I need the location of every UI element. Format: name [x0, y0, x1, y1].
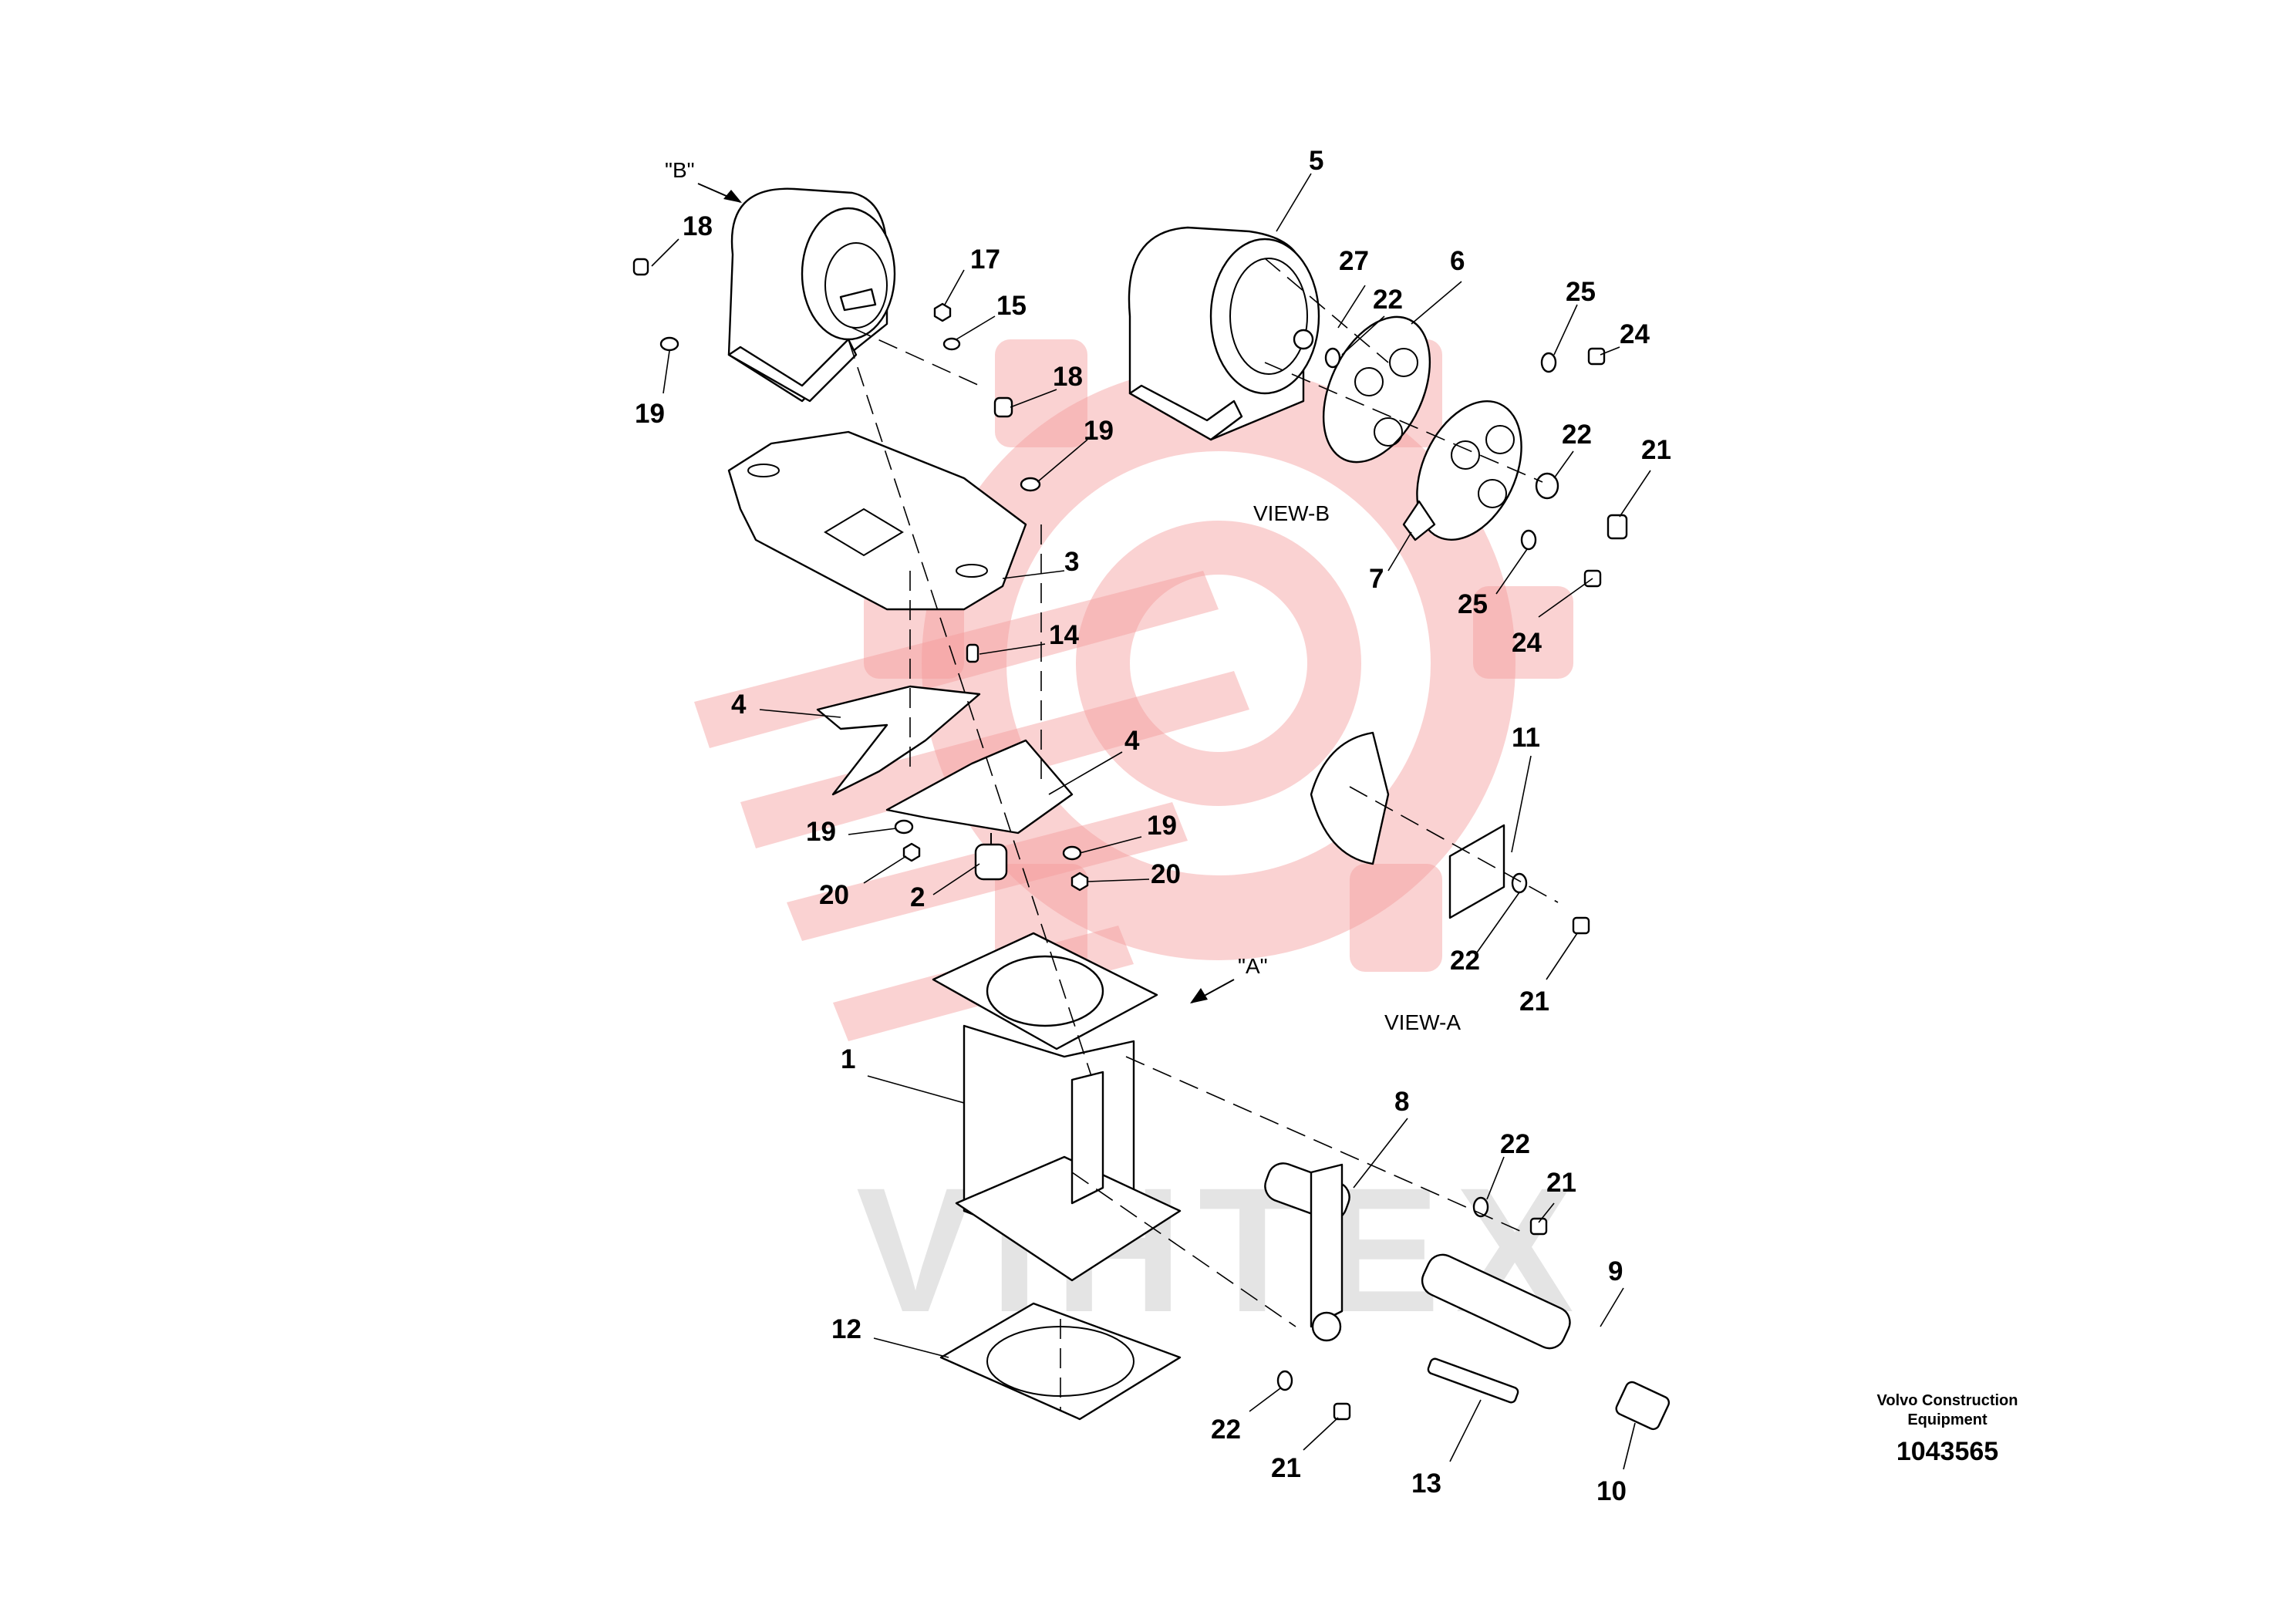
callout: 17: [970, 244, 1000, 275]
leader-lines: [651, 173, 1651, 1470]
callout: 18: [1053, 362, 1083, 392]
fuel-nozzle: [1421, 1253, 1571, 1350]
callout: 22: [1373, 285, 1403, 315]
callout: 10: [1596, 1476, 1627, 1506]
callout: 2: [910, 882, 925, 912]
callout: 18: [683, 211, 713, 241]
view-a-label: VIEW-A: [1384, 1010, 1461, 1034]
view-b-ref-label: "B": [665, 158, 695, 182]
drawing-number: 1043565: [1896, 1437, 1998, 1466]
callout: 12: [831, 1314, 861, 1344]
callout: 19: [635, 399, 665, 429]
callout: 8: [1394, 1087, 1409, 1117]
callout: 19: [806, 817, 836, 847]
callout: 21: [1519, 986, 1549, 1017]
callout: 24: [1620, 319, 1650, 349]
view-a-ref-label: "A": [1238, 954, 1268, 978]
assembly-lines: [848, 258, 1559, 1411]
support-brackets: [816, 685, 1074, 835]
callout: 25: [1566, 277, 1596, 307]
callout: 6: [1450, 246, 1465, 276]
blower-housing-right: [1128, 226, 1320, 441]
mounting-plate: [727, 430, 1027, 611]
callout: 5: [1309, 146, 1323, 176]
callout: 13: [1411, 1469, 1441, 1499]
callout: 9: [1608, 1256, 1623, 1286]
callout: 21: [1271, 1453, 1301, 1483]
air-inlet-disc: [1322, 315, 1431, 464]
callout: 24: [1512, 628, 1542, 658]
callout: 22: [1211, 1415, 1241, 1445]
electrode-holder: [1264, 1162, 1350, 1342]
callout: 15: [996, 291, 1027, 321]
callout: 11: [1512, 723, 1540, 753]
callout: 25: [1458, 589, 1488, 619]
brand-line-1: Volvo Construction: [1877, 1392, 2018, 1409]
combustion-chamber: [932, 932, 1182, 1282]
vibration-isolator: [974, 833, 1008, 881]
callout: 22: [1500, 1129, 1530, 1159]
callout: 4: [1124, 726, 1140, 756]
callout: 7: [1369, 564, 1384, 594]
brand-line-2: Equipment: [1907, 1411, 1988, 1428]
callouts: 18 19 17 15 18 19 3 14 4 4 19 20 19 20 2…: [635, 146, 1671, 1506]
spark-plug: [1427, 1357, 1519, 1404]
callout: 20: [819, 880, 849, 910]
view-a-arrow: [1190, 979, 1235, 1003]
air-adjust-disc: [1402, 400, 1522, 541]
callout: 22: [1562, 420, 1592, 450]
callout: 1: [841, 1044, 855, 1074]
view-b-label: VIEW-B: [1253, 501, 1330, 525]
callout: 4: [731, 690, 747, 720]
callout: 21: [1641, 435, 1671, 465]
callout: 21: [1546, 1168, 1576, 1198]
nozzle-fitting: [1615, 1381, 1671, 1431]
callout: 19: [1084, 416, 1114, 446]
callout: 22: [1450, 946, 1480, 976]
callout: 14: [1049, 620, 1079, 650]
hood-cover: [1310, 731, 1505, 919]
callout: 3: [1064, 547, 1079, 577]
callout: 27: [1339, 246, 1369, 276]
view-b-arrow: [697, 183, 742, 203]
callout: 19: [1147, 811, 1177, 841]
blower-housing-left: [727, 187, 896, 403]
callout: 20: [1151, 859, 1181, 889]
